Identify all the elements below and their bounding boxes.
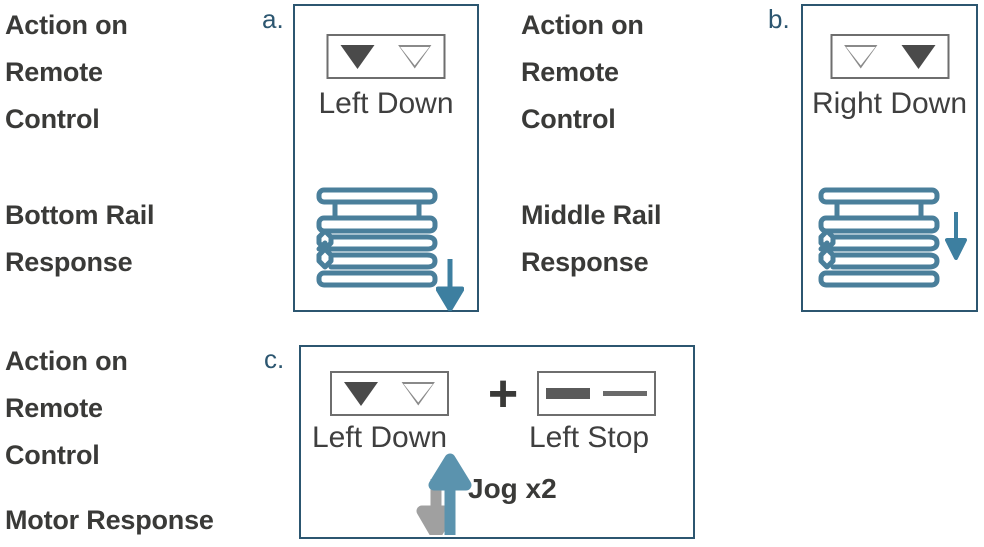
panel-c-left-button-caption: Left Down (312, 421, 448, 454)
panel-a: Left Down (293, 4, 479, 312)
panel-a-letter-label: a. (262, 4, 284, 34)
panel-c-response-heading: Motor Response (5, 505, 214, 535)
triangle-down-solid-icon (340, 44, 375, 69)
bar-thin-icon (603, 391, 648, 396)
triangle-down-solid-icon (343, 381, 378, 406)
panel-c: + Left Down Left Stop Jog x2 (299, 345, 695, 539)
cellular-shade-icon (818, 187, 940, 288)
arrow-down-icon (945, 212, 967, 260)
panel-a-response-heading: Bottom Rail Response (5, 200, 155, 277)
panel-b-response-heading: Middle Rail Response (521, 200, 662, 277)
remote-button-right-down[interactable] (830, 34, 949, 79)
panel-c-letter-label: c. (264, 344, 285, 374)
panel-a-button-caption: Left Down (318, 87, 454, 120)
triangle-down-solid-icon (901, 44, 936, 69)
remote-button-left-down[interactable] (330, 371, 449, 416)
jog-label: Jog x2 (468, 473, 557, 504)
triangle-down-outline-icon (401, 382, 435, 406)
panel-c-action-heading: Action on Remote Control (5, 346, 128, 470)
triangle-down-outline-icon (398, 45, 432, 69)
panel-b-action-heading: Action on Remote Control (521, 10, 644, 134)
remote-button-left-down[interactable] (326, 34, 446, 79)
panel-b: Right Down (801, 4, 978, 312)
arrow-down-icon (436, 259, 464, 311)
plus-combiner-symbol: + (487, 365, 519, 423)
panel-a-action-heading: Action on Remote Control (5, 10, 128, 134)
panel-c-right-button-caption: Left Stop (529, 421, 650, 454)
bar-thick-icon (545, 388, 590, 399)
cellular-shade-icon (316, 187, 438, 288)
panel-b-button-caption: Right Down (811, 87, 968, 120)
remote-button-left-stop[interactable] (537, 371, 656, 416)
up-down-jog-arrows-icon (416, 453, 472, 535)
panel-b-letter-label: b. (768, 4, 790, 34)
triangle-down-outline-icon (844, 45, 878, 69)
